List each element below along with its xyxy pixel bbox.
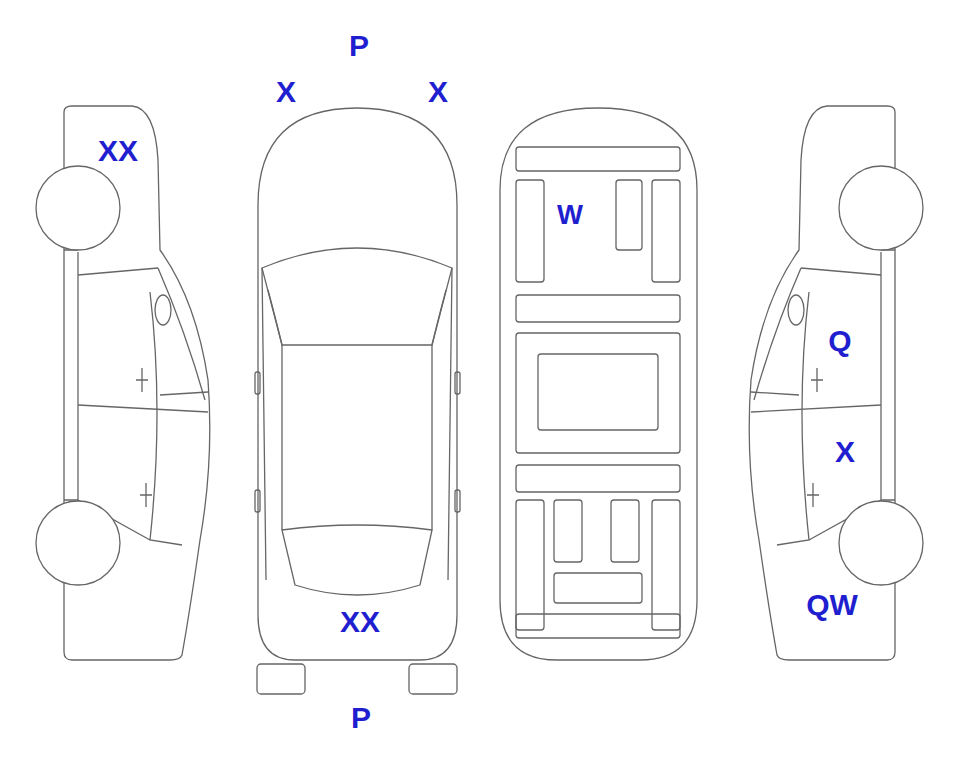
panel-fill <box>64 106 160 275</box>
car-lines <box>36 106 923 694</box>
panel-fill <box>258 30 457 68</box>
side-view-mirror <box>749 106 923 660</box>
right-headlamp: X <box>407 75 459 108</box>
panel-shape <box>778 403 882 545</box>
damage-code: QW <box>806 590 858 620</box>
panel-fill <box>788 270 878 405</box>
right-front-door: Q <box>780 266 882 408</box>
damage-code: X <box>835 437 855 467</box>
panel-fill <box>409 77 457 106</box>
underbody-view <box>500 108 697 660</box>
top-view <box>255 108 460 694</box>
damage-code: W <box>557 201 583 229</box>
right-rear-door: X <box>778 403 882 545</box>
damage-code: X <box>276 77 296 107</box>
damage-code: P <box>349 31 369 61</box>
panel-shape <box>60 103 164 278</box>
left-headlamp: X <box>255 75 307 108</box>
panel-fill <box>258 704 457 732</box>
panel-shape <box>770 465 882 660</box>
front-bumper: P <box>256 22 459 72</box>
panel-fill <box>258 585 457 660</box>
damage-code: XX <box>340 607 380 637</box>
rear-bumper: P <box>256 702 459 734</box>
underbody-panel: W <box>552 178 582 251</box>
panel-fill <box>776 470 880 660</box>
damage-code: XX <box>98 136 138 166</box>
left-front-fender: XX <box>60 103 164 278</box>
damage-code: X <box>428 77 448 107</box>
panel-fill <box>783 405 878 541</box>
side-view <box>36 106 210 660</box>
panel-fill <box>257 77 305 106</box>
right-rear-quarter: QW <box>770 465 882 660</box>
damage-code: P <box>351 703 371 733</box>
damage-code: Q <box>828 326 851 356</box>
rear-panel: XX <box>256 578 459 662</box>
